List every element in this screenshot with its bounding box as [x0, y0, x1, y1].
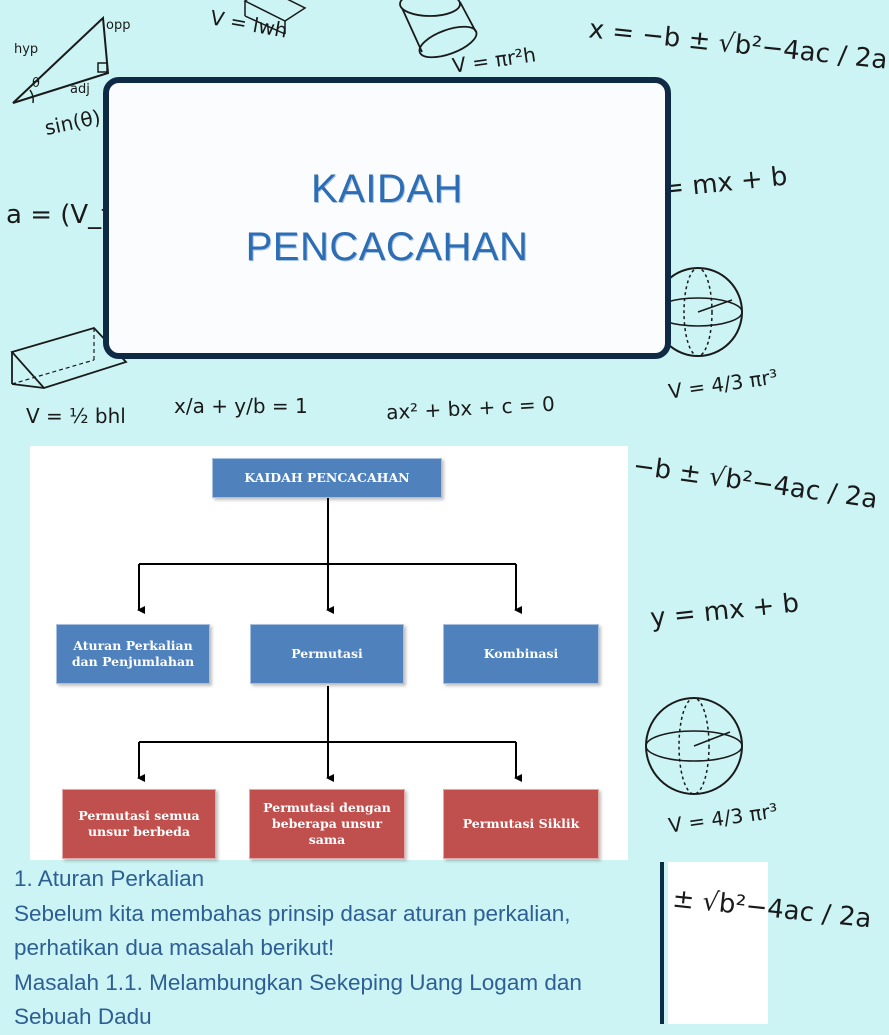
- quadratic-formula-bottom: ± √b²−4ac / 2a: [670, 883, 873, 935]
- node-aturan-perkalian: Aturan Perkalian dan Penjumlahan: [56, 624, 210, 684]
- quadratic-equation: ax² + bx + c = 0: [385, 391, 556, 425]
- node-permutasi-berbeda: Permutasi semua unsur berbeda: [62, 789, 216, 859]
- section-heading: 1. Aturan Perkalian: [14, 866, 205, 891]
- title-card: KAIDAH PENCACAHAN: [103, 77, 671, 359]
- prism-volume-formula: V = ½ bhl: [26, 404, 126, 428]
- right-triangle-sketch: [12, 15, 110, 104]
- triangle-label-opp: opp: [106, 18, 131, 33]
- line-formula-mid: y = mx + b: [648, 588, 801, 634]
- node-kombinasi: Kombinasi: [443, 624, 599, 684]
- diagram-connectors: [137, 498, 522, 782]
- quadratic-formula-top: x = −b ± √b²−4ac / 2a: [587, 14, 889, 76]
- title-line-1: KAIDAH: [311, 167, 463, 211]
- sphere-sketch-2: [645, 697, 743, 795]
- triangle-label-adj: adj: [70, 82, 90, 97]
- node-permutasi-siklik: Permutasi Siklik: [443, 789, 599, 859]
- node-permutasi-unsur-sama: Permutasi dengan beberapa unsur sama: [249, 789, 405, 859]
- intro-paragraph: Sebelum kita membahas prinsip dasar atur…: [14, 900, 571, 961]
- problem-statement: Masalah 1.1. Melambungkan Sekeping Uang …: [14, 969, 582, 1030]
- triangle-label-theta: θ: [32, 76, 40, 91]
- sphere-volume-formula-2: V = 4/3 πr³: [666, 798, 780, 838]
- triangle-label-hyp: hyp: [14, 42, 39, 57]
- sphere-volume-formula: V = 4/3 πr³: [666, 364, 780, 404]
- side-strip: ± √b²−4ac / 2a: [668, 862, 873, 1024]
- quadratic-formula-mid: −b ± √b²−4ac / 2a: [631, 450, 880, 516]
- cylinder-sketch: [399, 0, 478, 59]
- line-formula-top: = mx + b: [660, 161, 789, 205]
- box-sketch: [243, 0, 307, 35]
- text-panel: 1. Aturan Perkalian Sebelum kita membaha…: [0, 862, 664, 1029]
- concept-diagram: KAIDAH PENCACAHAN Aturan Perkalian dan P…: [30, 446, 628, 860]
- node-root: KAIDAH PENCACAHAN: [212, 458, 442, 498]
- node-permutasi: Permutasi: [250, 624, 404, 684]
- intercept-formula: x/a + y/b = 1: [174, 394, 308, 418]
- title-line-2: PENCACAHAN: [245, 225, 529, 269]
- prism-sketch: [10, 326, 128, 390]
